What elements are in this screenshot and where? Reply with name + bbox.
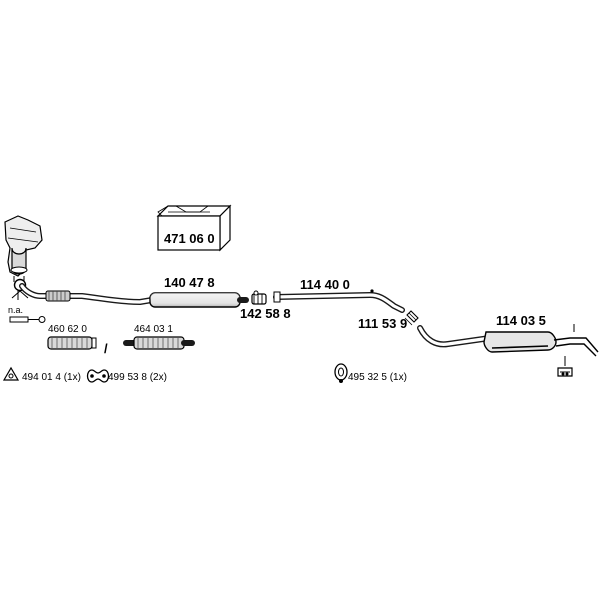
lambda-probe[interactable] <box>9 278 46 323</box>
rubber-mount-icon[interactable] <box>86 369 110 383</box>
flex-pipe-b[interactable] <box>123 336 195 350</box>
label-flex-pipe-a: 460 62 0 <box>48 324 87 335</box>
label-clamp-front: 142 58 8 <box>240 306 291 321</box>
rear-silencer[interactable] <box>417 324 599 357</box>
label-clamp-rear: 111 53 9 <box>358 316 407 331</box>
rear-hanger[interactable] <box>557 356 573 377</box>
label-catalyst-box: 471 06 0 <box>164 231 215 246</box>
catalyst-box[interactable] <box>156 204 232 252</box>
gasket-icon[interactable] <box>2 366 20 381</box>
na-note: n.a. <box>8 305 23 315</box>
legend-rubber-ring: 495 32 5 (1x) <box>348 372 407 383</box>
legend-rubber-mount: 499 53 8 (2x) <box>108 372 167 383</box>
front-pipe[interactable] <box>19 283 249 308</box>
separator-slash: / <box>104 341 108 356</box>
label-middle-pipe: 114 40 0 <box>300 277 350 292</box>
rubber-ring-icon[interactable] <box>334 363 348 383</box>
label-rear-silencer: 114 03 5 <box>496 313 546 328</box>
label-flex-pipe-b: 464 03 1 <box>134 324 173 335</box>
flex-pipe-a[interactable] <box>47 336 97 350</box>
clamp-front[interactable] <box>251 290 267 305</box>
manifold-catalyst[interactable] <box>4 215 43 282</box>
legend-gasket: 494 01 4 (1x) <box>22 372 81 383</box>
label-front-pipe: 140 47 8 <box>164 275 215 290</box>
middle-pipe[interactable] <box>273 289 405 313</box>
clamp-rear[interactable] <box>404 310 419 326</box>
